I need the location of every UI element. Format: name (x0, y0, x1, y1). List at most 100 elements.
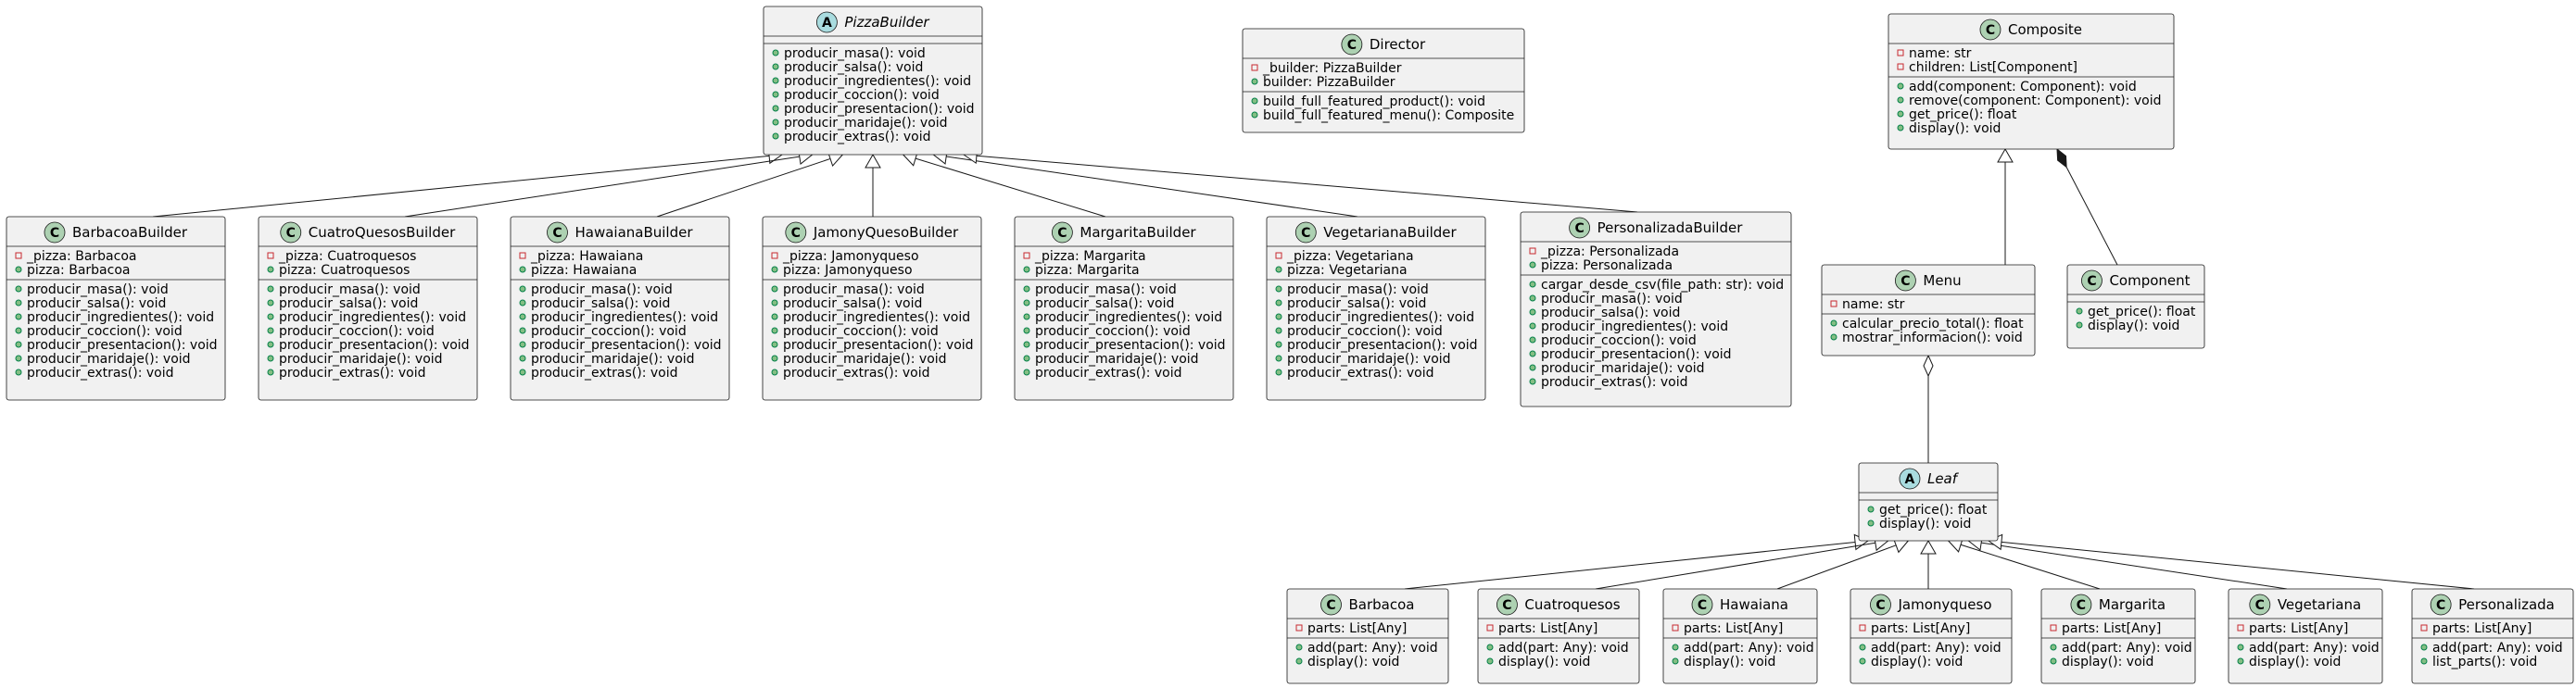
method-text: add(part: Any): void (2249, 641, 2380, 656)
method: add(part: Any): void (2237, 641, 2380, 656)
public-visibility-icon (2050, 644, 2057, 651)
public-visibility-icon (1897, 82, 1904, 90)
relation-inheritance-margarita-builder-to-pizza-builder (902, 150, 1106, 218)
method-text: producir_salsa(): void (1541, 306, 1680, 320)
field-text: name: str (1909, 46, 1972, 61)
relation-inheritance-menu-to-composite (1997, 147, 2014, 265)
field-text: pizza: Jamonyqueso (783, 263, 913, 278)
public-visibility-icon (267, 369, 274, 376)
method-text: display(): void (2062, 655, 2153, 669)
class-icon (547, 221, 568, 244)
field: pizza: Personalizada (1529, 258, 1673, 273)
method-text: build_full_featured_menu(): Composite (1263, 108, 1514, 123)
method-text: get_price(): float (1909, 107, 2017, 122)
method-text: producir_ingredientes(): void (1541, 319, 1728, 334)
public-visibility-icon (1275, 369, 1282, 376)
stereotype-letter: C (286, 226, 296, 241)
method-text: get_price(): float (1879, 503, 1988, 518)
method-text: display(): void (1909, 121, 2001, 136)
private-visibility-icon (771, 252, 778, 259)
method: producir_extras(): void (1023, 366, 1182, 381)
method-text: producir_ingredientes(): void (531, 310, 718, 325)
field-text: _builder: PizzaBuilder (1262, 61, 1402, 76)
class-name: Leaf (1927, 470, 1960, 487)
public-visibility-icon (15, 285, 22, 293)
class-name: Composite (2008, 21, 2082, 38)
relation-inheritance-personalizada-builder-to-pizza-builder (962, 147, 1638, 213)
private-visibility-icon (1859, 624, 1866, 632)
method-text: producir_salsa(): void (1287, 296, 1426, 311)
field: parts: List[Any] (1672, 621, 1783, 636)
public-visibility-icon (771, 285, 778, 293)
public-visibility-icon (1529, 261, 1536, 269)
stereotype-letter: C (1502, 598, 1511, 613)
private-visibility-icon (267, 252, 274, 259)
class-name: Director (1370, 36, 1426, 53)
public-visibility-icon (15, 341, 22, 348)
stereotype-letter: C (2255, 598, 2265, 613)
method-text: add(part: Any): void (1498, 641, 1629, 656)
class-icon (2081, 269, 2102, 292)
field: parts: List[Any] (1295, 621, 1407, 636)
method-text: producir_presentacion(): void (1035, 338, 1226, 353)
stereotype-letter: C (1301, 226, 1310, 241)
inheritance-arrowhead (865, 153, 881, 169)
field: _pizza: Jamonyqueso (771, 249, 919, 264)
stereotype-letter: A (1905, 472, 1915, 487)
method: producir_maridaje(): void (1275, 352, 1451, 367)
method-text: producir_salsa(): void (783, 296, 922, 311)
method-text: producir_salsa(): void (1035, 296, 1174, 311)
field: name: str (1830, 297, 1905, 312)
method-text: producir_masa(): void (1035, 282, 1177, 297)
class-icon (1341, 33, 1363, 56)
public-visibility-icon (771, 266, 778, 273)
method: producir_extras(): void (15, 366, 174, 381)
method-text: producir_extras(): void (279, 366, 426, 381)
method-text: producir_ingredientes(): void (783, 310, 970, 325)
public-visibility-icon (771, 299, 778, 306)
relation-line (1776, 544, 1897, 590)
private-visibility-icon (2237, 624, 2244, 632)
method-text: producir_salsa(): void (27, 296, 166, 311)
method: producir_presentacion(): void (519, 338, 722, 353)
relation-line (656, 157, 831, 218)
public-visibility-icon (1867, 519, 1875, 527)
class-icon (1691, 594, 1713, 616)
private-visibility-icon (2420, 624, 2428, 632)
public-visibility-icon (772, 77, 779, 84)
field-text: parts: List[Any] (1684, 621, 1783, 636)
field-text: _pizza: Barbacoa (26, 249, 136, 264)
method-text: producir_presentacion(): void (784, 102, 975, 117)
public-visibility-icon (15, 369, 22, 376)
relation-inheritance-hawaiana-builder-to-pizza-builder (656, 151, 844, 218)
field: parts: List[Any] (2237, 621, 2348, 636)
class-box (1477, 588, 1640, 684)
method-text: producir_coccion(): void (1287, 324, 1443, 339)
class-name: Component (2109, 272, 2190, 289)
field-text: parts: List[Any] (2062, 621, 2161, 636)
public-visibility-icon (772, 91, 779, 98)
private-visibility-icon (1897, 63, 1904, 70)
relation-line (1404, 541, 1856, 590)
public-visibility-icon (1529, 350, 1536, 357)
private-visibility-icon (1897, 49, 1904, 56)
public-visibility-icon (1830, 319, 1837, 327)
method-text: producir_masa(): void (783, 282, 925, 297)
public-visibility-icon (772, 63, 779, 70)
method: producir_presentacion(): void (772, 102, 975, 117)
method: add(part: Any): void (1859, 641, 2001, 656)
method-text: add(component: Component): void (1909, 80, 2137, 94)
method: producir_presentacion(): void (1529, 347, 1732, 362)
relation-aggregation-leaf-to-menu (1923, 354, 1934, 463)
public-visibility-icon (2076, 321, 2083, 329)
class-name: Personalizada (2458, 596, 2555, 613)
method-text: add(part: Any): void (1307, 641, 1438, 656)
method: producir_salsa(): void (15, 296, 166, 311)
method-text: producir_maridaje(): void (1541, 361, 1705, 376)
public-visibility-icon (267, 313, 274, 320)
relation-inheritance-hawaiana-to-leaf (1776, 537, 1910, 590)
public-visibility-icon (1295, 657, 1303, 665)
